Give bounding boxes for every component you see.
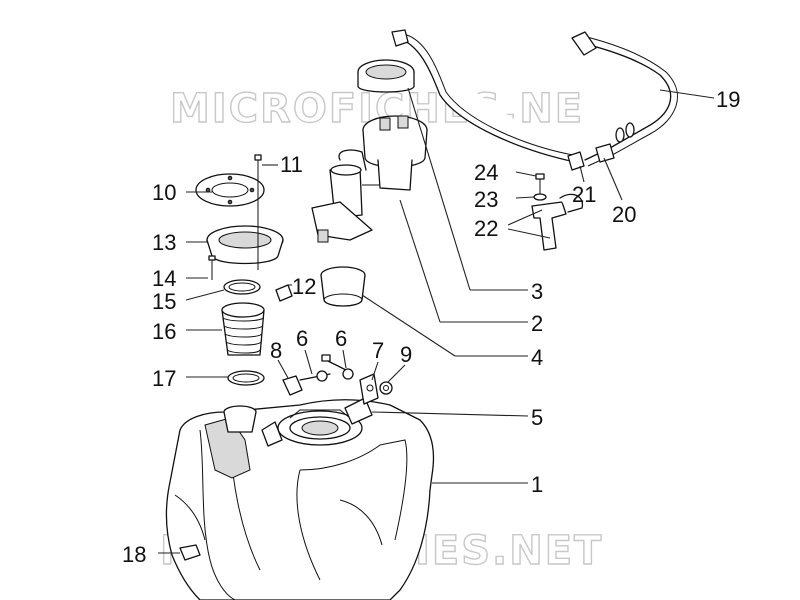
callout-18: 18 — [122, 542, 146, 567]
callout-11: 11 — [280, 152, 303, 177]
filler-base — [206, 225, 284, 265]
callout-2: 2 — [531, 311, 543, 336]
callout-15: 16 — [152, 319, 176, 344]
clip — [275, 284, 293, 302]
callout-20: 20 — [612, 202, 636, 227]
callout-21: 21 — [572, 182, 596, 207]
lock-ring — [357, 59, 415, 93]
hose-clip-21 — [567, 151, 585, 171]
callout-8: 8 — [270, 338, 282, 363]
callout-14: 14 — [152, 266, 176, 291]
callout-6-right: 6 — [335, 326, 347, 351]
fuel-hose — [391, 29, 678, 167]
callout-7: 7 — [372, 338, 384, 363]
screw-14 — [208, 255, 216, 280]
bolt-6-left — [299, 370, 331, 382]
bolt-6-right — [321, 354, 354, 380]
callout-6-left: 6 — [296, 326, 308, 351]
callout-17: 17 — [152, 366, 176, 391]
screw-24 — [535, 173, 545, 194]
callout-16: 15 — [152, 289, 176, 314]
callout-5: 5 — [531, 405, 543, 430]
fuel-pump — [311, 115, 428, 243]
hose-clamp-17 — [227, 370, 265, 386]
leader-lines — [158, 87, 715, 554]
nut-9 — [379, 381, 393, 395]
fuel-tank — [165, 397, 435, 600]
callout-9: 9 — [400, 342, 412, 367]
callout-12: 12 — [292, 274, 316, 299]
filler-hose — [221, 302, 265, 356]
washer-8 — [282, 375, 303, 396]
bracket-7 — [359, 373, 379, 405]
callout-4: 4 — [531, 345, 543, 370]
hose-clip-20 — [595, 143, 615, 163]
hose-clamp-16 — [223, 279, 261, 295]
filler-flange — [195, 173, 265, 207]
callout-23: 23 — [474, 187, 498, 212]
support-bracket — [531, 193, 584, 251]
pump-seal — [320, 266, 366, 307]
callout-10: 10 — [152, 180, 176, 205]
callout-22: 22 — [474, 216, 498, 241]
screw-11 — [254, 154, 262, 270]
washer-23 — [533, 193, 547, 201]
callout-3: 3 — [531, 279, 543, 304]
callout-19: 19 — [716, 87, 740, 112]
callout-24: 24 — [474, 160, 498, 185]
callout-1: 1 — [531, 472, 543, 497]
callout-13: 13 — [152, 230, 176, 255]
callout-labels: 1 2 3 4 5 6 6 7 8 9 10 11 12 13 14 15 16… — [122, 87, 740, 567]
